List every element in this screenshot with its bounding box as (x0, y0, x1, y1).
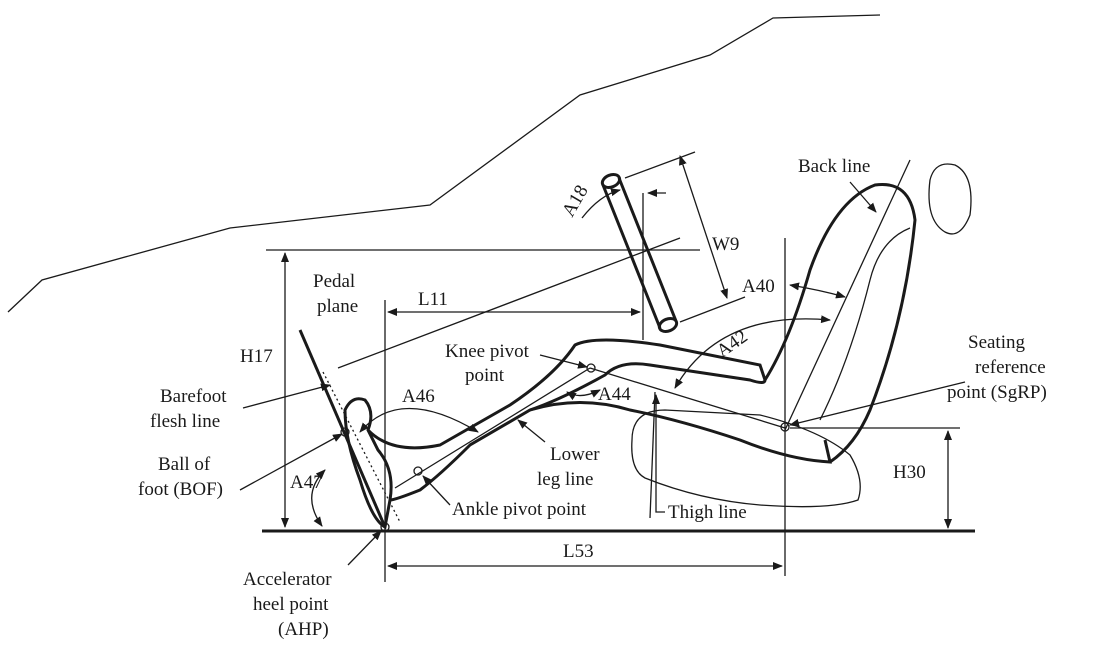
label-a18: A18 (558, 182, 593, 221)
foot-outline (343, 397, 393, 530)
label-back-line: Back line (798, 156, 870, 177)
thigh-line-ext (649, 391, 656, 519)
w9-arrow (679, 155, 728, 299)
ahp-point (380, 522, 390, 532)
label-a44: A44 (598, 384, 631, 405)
label-bof-1: Ball of (158, 454, 211, 475)
label-thigh-line: Thigh line (668, 502, 747, 523)
label-a46: A46 (402, 386, 435, 407)
back-line-leader (849, 181, 877, 213)
ankle-leader (422, 475, 451, 506)
label-h17: H17 (240, 346, 273, 367)
label-sgrp-3: point (SgRP) (947, 382, 1047, 403)
label-knee-pivot-2: point (465, 365, 505, 386)
ankle-pivot-point (413, 466, 423, 476)
lower-leg-line (394, 367, 591, 489)
lower-leg-leader (517, 419, 546, 443)
w9-top-ext (624, 151, 696, 179)
ahp-leader (347, 530, 382, 566)
label-l53: L53 (563, 541, 594, 562)
label-lower-leg-2: leg line (537, 469, 593, 490)
label-lower-leg-1: Lower (550, 444, 600, 465)
a47-arc (311, 469, 326, 527)
steering-end-bottom (657, 316, 679, 334)
bof-leader (239, 433, 343, 491)
label-a40: A40 (742, 276, 775, 297)
roof-line (7, 14, 881, 313)
label-ankle-pivot: Ankle pivot point (452, 499, 587, 520)
label-w9: W9 (712, 234, 739, 255)
seat-cushion (631, 409, 861, 508)
thigh-line (589, 367, 786, 429)
label-l11: L11 (418, 289, 448, 310)
sight-line (337, 237, 681, 369)
bof-point (340, 427, 350, 437)
steering-end-top (600, 172, 622, 190)
label-ahp-3: (AHP) (278, 619, 329, 640)
steering-column (601, 177, 678, 329)
label-pedal-plane-1: Pedal (313, 271, 355, 292)
label-h30: H30 (893, 462, 926, 483)
sgrp-leader (789, 381, 966, 427)
head-restraint (928, 163, 972, 235)
thigh-outline (529, 401, 832, 464)
label-bof-2: foot (BOF) (138, 479, 223, 500)
label-ahp-2: heel point (253, 594, 329, 615)
knee-leader (539, 354, 588, 369)
w9-bottom-ext (679, 296, 746, 323)
label-barefoot-1: Barefoot (160, 386, 227, 407)
label-pedal-plane-2: plane (317, 296, 358, 317)
barefoot-flesh-line (322, 371, 401, 523)
label-ahp-1: Accelerator (243, 569, 332, 590)
seat-back-inner (819, 227, 911, 421)
label-sgrp-1: Seating (968, 332, 1025, 353)
thigh-line-leader (652, 394, 665, 513)
barefoot-leader (242, 383, 331, 409)
a40-arc (789, 282, 846, 299)
label-sgrp-2: reference (975, 357, 1046, 378)
a18-arc (581, 188, 621, 219)
label-knee-pivot-1: Knee pivot (445, 341, 530, 362)
sgrp-point (780, 422, 790, 432)
a44-arc (566, 389, 601, 401)
a42-arc (674, 315, 831, 389)
a46-arc (359, 407, 479, 433)
label-barefoot-2: flesh line (150, 411, 220, 432)
label-a47: A47 (290, 472, 323, 493)
seat-back (763, 182, 917, 464)
